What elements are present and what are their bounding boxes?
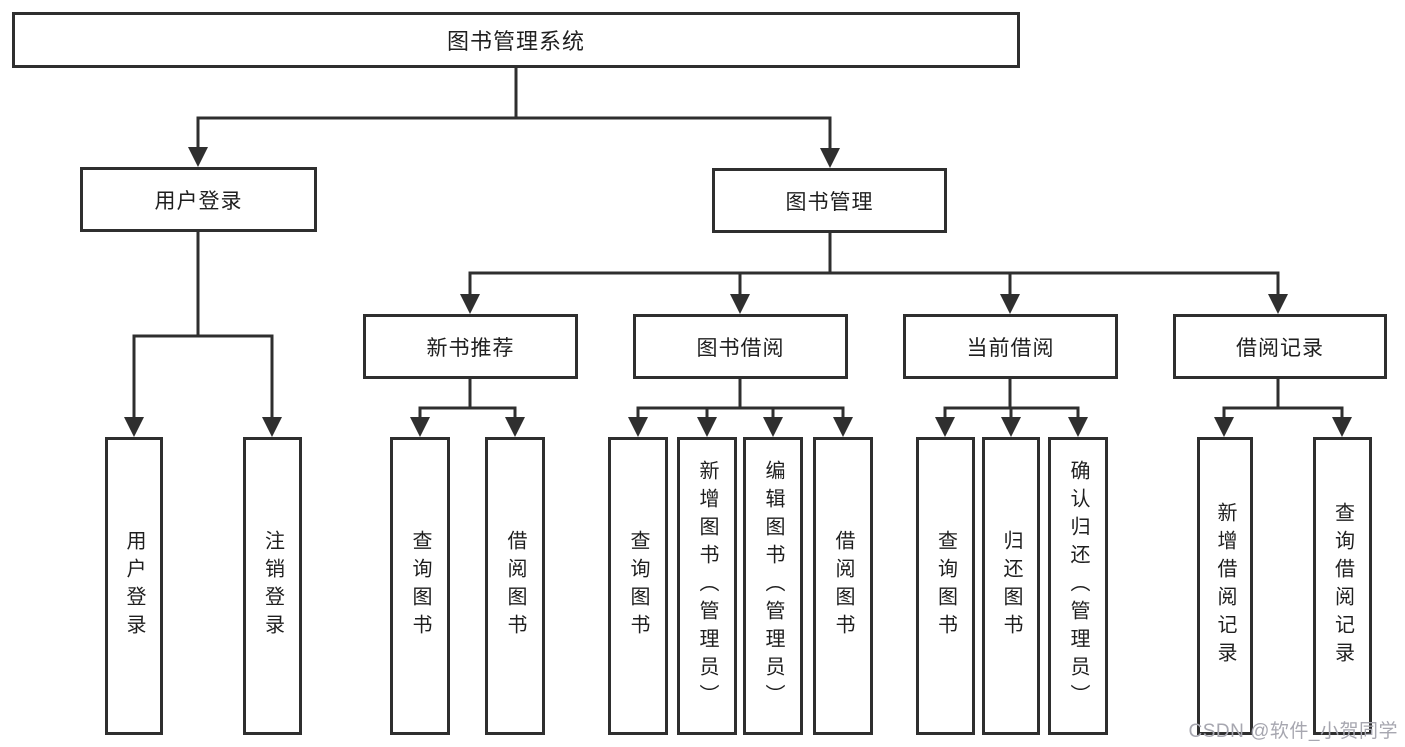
leaf-label: 借阅图书 (504, 530, 526, 642)
node-borrowing-records: 借阅记录 (1173, 314, 1387, 379)
leaf-label: 查询图书 (409, 530, 431, 642)
arrowheads (124, 147, 1352, 437)
leaf-borrow-books-borrow: 借阅图书 (813, 437, 873, 735)
leaf-label: 查询借阅记录 (1331, 502, 1354, 670)
node-label: 图书管理 (785, 190, 874, 214)
node-label: 用户登录 (154, 189, 243, 213)
leaf-logout-login: 注销登录 (243, 437, 302, 735)
leaf-label: 查询图书 (934, 530, 957, 642)
leaf-borrow-books-recommend: 借阅图书 (485, 437, 545, 735)
leaf-add-books-admin: 新增图书（管理员） (677, 437, 737, 735)
connector-paths (132, 66, 1344, 422)
leaf-user-login: 用户登录 (105, 437, 163, 735)
leaf-query-books-current: 查询图书 (916, 437, 975, 735)
node-book-management: 图书管理 (712, 168, 947, 233)
node-label: 新书推荐 (426, 336, 515, 360)
node-library-management-system: 图书管理系统 (12, 12, 1020, 68)
csdn-watermark: CSDN @软件_小贺同学 (1188, 721, 1398, 742)
node-label: 当前借阅 (966, 336, 1055, 360)
node-user-login: 用户登录 (80, 167, 317, 232)
leaf-label: 新增图书（管理员） (696, 460, 718, 712)
node-new-book-recommendation: 新书推荐 (363, 314, 578, 379)
leaf-confirm-return-admin: 确认归还（管理员） (1048, 437, 1108, 735)
node-label: 借阅记录 (1236, 336, 1324, 360)
leaf-label: 确认归还（管理员） (1067, 460, 1089, 712)
leaf-label: 借阅图书 (832, 530, 854, 642)
leaf-label: 编辑图书（管理员） (762, 460, 784, 712)
leaf-return-books: 归还图书 (982, 437, 1040, 735)
leaf-label: 用户登录 (123, 530, 145, 642)
leaf-query-books-borrow: 查询图书 (608, 437, 668, 735)
leaf-label: 注销登录 (261, 530, 284, 642)
leaf-query-books-recommend: 查询图书 (390, 437, 450, 735)
node-label: 图书管理系统 (446, 29, 585, 54)
leaf-label: 归还图书 (1000, 530, 1022, 642)
leaf-add-borrow-record: 新增借阅记录 (1197, 437, 1253, 735)
leaf-edit-books-admin: 编辑图书（管理员） (743, 437, 803, 735)
leaf-label: 查询图书 (627, 530, 649, 642)
leaf-label: 新增借阅记录 (1214, 502, 1236, 670)
leaf-query-borrow-record: 查询借阅记录 (1313, 437, 1372, 735)
node-current-borrowing: 当前借阅 (903, 314, 1118, 379)
node-book-borrowing: 图书借阅 (633, 314, 848, 379)
node-label: 图书借阅 (696, 336, 785, 360)
